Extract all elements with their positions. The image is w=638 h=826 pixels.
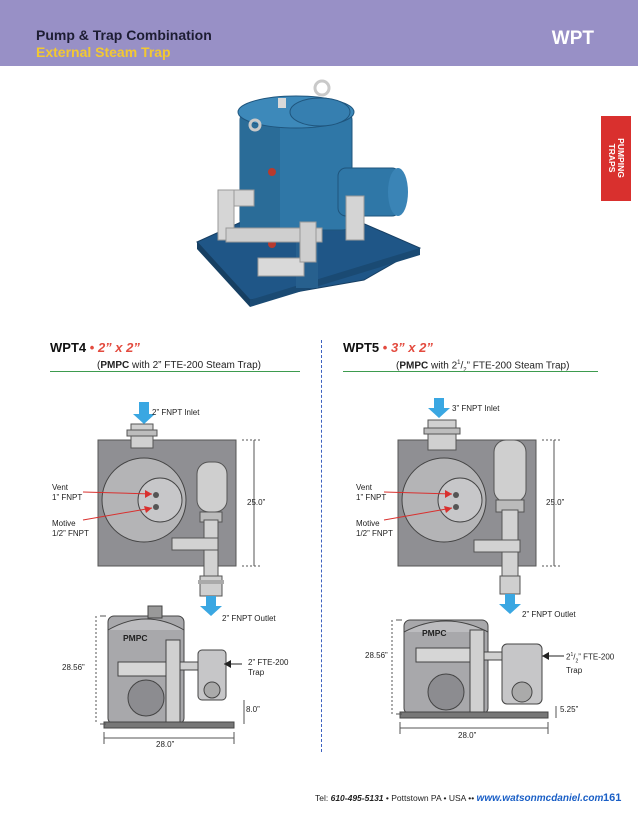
- wpt4-width: 28.0”: [156, 740, 175, 749]
- wpt4-height-top: 25.0”: [247, 498, 266, 507]
- trap-den: 2: [575, 658, 579, 665]
- wpt4-outlet-label: 2” FNPT Outlet: [222, 614, 276, 623]
- wpt4-top-view: [82, 402, 262, 616]
- desc-bold: PMPC: [100, 360, 130, 371]
- tel-prefix: Tel:: [315, 793, 331, 803]
- address: • Pottstown PA • USA ••: [383, 793, 477, 803]
- vent-size: 1” FNPT: [356, 493, 387, 502]
- desc-text: with 2: [428, 360, 458, 372]
- column-divider: [321, 340, 322, 752]
- wpt5-outlet-label: 2” FNPT Outlet: [522, 610, 576, 619]
- product-code: WPT: [551, 28, 594, 49]
- wpt4-trap-dim: 8.0”: [246, 705, 260, 714]
- wpt4-height-side: 28.56”: [62, 663, 85, 672]
- wpt5-height-top: 25.0”: [546, 498, 565, 507]
- vent-text: Vent: [52, 483, 69, 492]
- motive-text: Motive: [52, 519, 76, 528]
- product-photo: [196, 79, 422, 307]
- trap-word: Trap: [248, 668, 265, 677]
- vent-text: Vent: [356, 483, 373, 492]
- motive-size: 1/2” FNPT: [52, 529, 89, 538]
- desc-tail: ” FTE-200 Steam Trap): [466, 360, 570, 372]
- trap-word: Trap: [566, 666, 583, 676]
- page-number: 161: [603, 792, 622, 804]
- wpt5-height-side: 28.56”: [365, 651, 388, 660]
- wpt5-rule: [343, 371, 598, 372]
- page-title: Pump & Trap Combination: [36, 27, 212, 43]
- website-link[interactable]: www.watsonmcdaniel.com: [476, 793, 604, 804]
- wpt5-trap-dim: 5.25”: [560, 705, 579, 714]
- header-bar: Pump & Trap Combination External Steam T…: [0, 0, 638, 66]
- phone-number: 610-495-5131: [330, 793, 384, 803]
- bullet: •: [89, 340, 95, 355]
- wpt4-heading: WPT4 • 2” x 2”: [50, 340, 140, 355]
- footer-contact: Tel: 610-495-5131 • Pottstown PA • USA •…: [315, 793, 603, 804]
- trap-num: 1: [570, 652, 574, 658]
- wpt4-description: (PMPC with 2” FTE-200 Steam Trap): [97, 360, 261, 371]
- trap-text: 2” FTE-200: [248, 658, 289, 667]
- desc-open: (: [396, 360, 400, 372]
- desc-text: with 2” FTE-200 Steam Trap): [129, 360, 261, 371]
- wpt4-rule: [50, 371, 300, 372]
- wpt5-inlet-label: 3” FNPT Inlet: [452, 404, 500, 413]
- bullet: •: [382, 340, 388, 355]
- trap-post: ” FTE-200: [578, 652, 615, 662]
- wpt5-name: WPT5: [343, 340, 380, 355]
- wpt5-pmpc-label: PMPC: [422, 628, 447, 638]
- frac-num: 1: [457, 360, 461, 366]
- wpt4-size: 2” x 2”: [97, 340, 140, 355]
- motive-size: 1/2” FNPT: [356, 529, 393, 538]
- wpt5-size: 3” x 2”: [390, 340, 433, 355]
- vent-size: 1” FNPT: [52, 493, 83, 502]
- wpt5-width: 28.0”: [458, 731, 477, 740]
- wpt4-side-view: [95, 605, 245, 744]
- desc-open: (: [97, 360, 101, 371]
- wpt4-pmpc-label: PMPC: [123, 633, 148, 643]
- frac-den: 2: [463, 367, 466, 373]
- wpt5-side-view: [391, 619, 564, 734]
- wpt4-name: WPT4: [50, 340, 87, 355]
- desc-bold: PMPC: [399, 360, 429, 372]
- wpt5-top-view: [383, 398, 562, 614]
- motive-text: Motive: [356, 519, 380, 528]
- wpt5-heading: WPT5 • 3” x 2”: [343, 340, 433, 355]
- wpt5-description: (PMPC with 21/2” FTE-200 Steam Trap): [396, 360, 570, 373]
- wpt4-inlet-label: 2” FNPT Inlet: [152, 408, 200, 417]
- trap-pre: 2: [566, 652, 571, 662]
- page-subtitle: External Steam Trap: [36, 44, 171, 60]
